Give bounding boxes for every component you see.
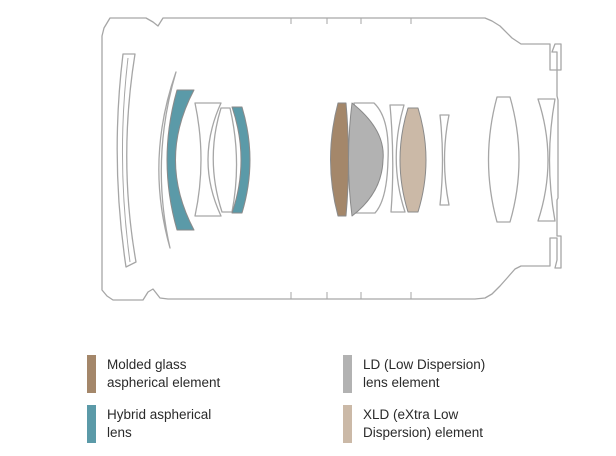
lens-element-15 (537, 98, 556, 222)
lens-barrel-outline (101, 17, 562, 301)
legend-item-molded-glass: Molded glass aspherical element (87, 355, 287, 399)
lens-element-1b (121, 57, 131, 263)
lens-element-4 (194, 102, 222, 217)
lens-element-13 (439, 114, 450, 206)
xld-lens-element (399, 107, 427, 213)
lens-element-11 (389, 104, 406, 213)
legend-swatch-molded-glass (87, 355, 96, 393)
legend-label-hybrid: Hybrid aspherical lens (107, 407, 212, 440)
lens-element-5 (212, 107, 238, 213)
lens-element-2 (158, 71, 177, 249)
legend-label-ld: LD (Low Dispersion) lens element (363, 357, 486, 390)
ld-lens-element (348, 102, 384, 217)
legend-label-xld: XLD (eXtra Low Dispersion) element (363, 407, 484, 440)
molded-glass-aspherical-element (330, 102, 349, 217)
hybrid-aspherical-lens-1 (166, 89, 195, 231)
legend-swatch-hybrid (87, 405, 96, 443)
legend-label-molded-glass: Molded glass aspherical element (107, 357, 221, 390)
legend-swatch-ld (343, 355, 352, 393)
legend-item-hybrid: Hybrid aspherical lens (87, 405, 287, 449)
legend-item-ld: LD (Low Dispersion) lens element (343, 355, 543, 399)
barrel-seam (290, 18, 412, 299)
hybrid-aspherical-lens-2 (231, 106, 251, 214)
legend-item-xld: XLD (eXtra Low Dispersion) element (343, 405, 543, 449)
lens-element-14 (487, 96, 520, 223)
lens-element-1 (116, 53, 137, 268)
legend-swatch-xld (343, 405, 352, 443)
